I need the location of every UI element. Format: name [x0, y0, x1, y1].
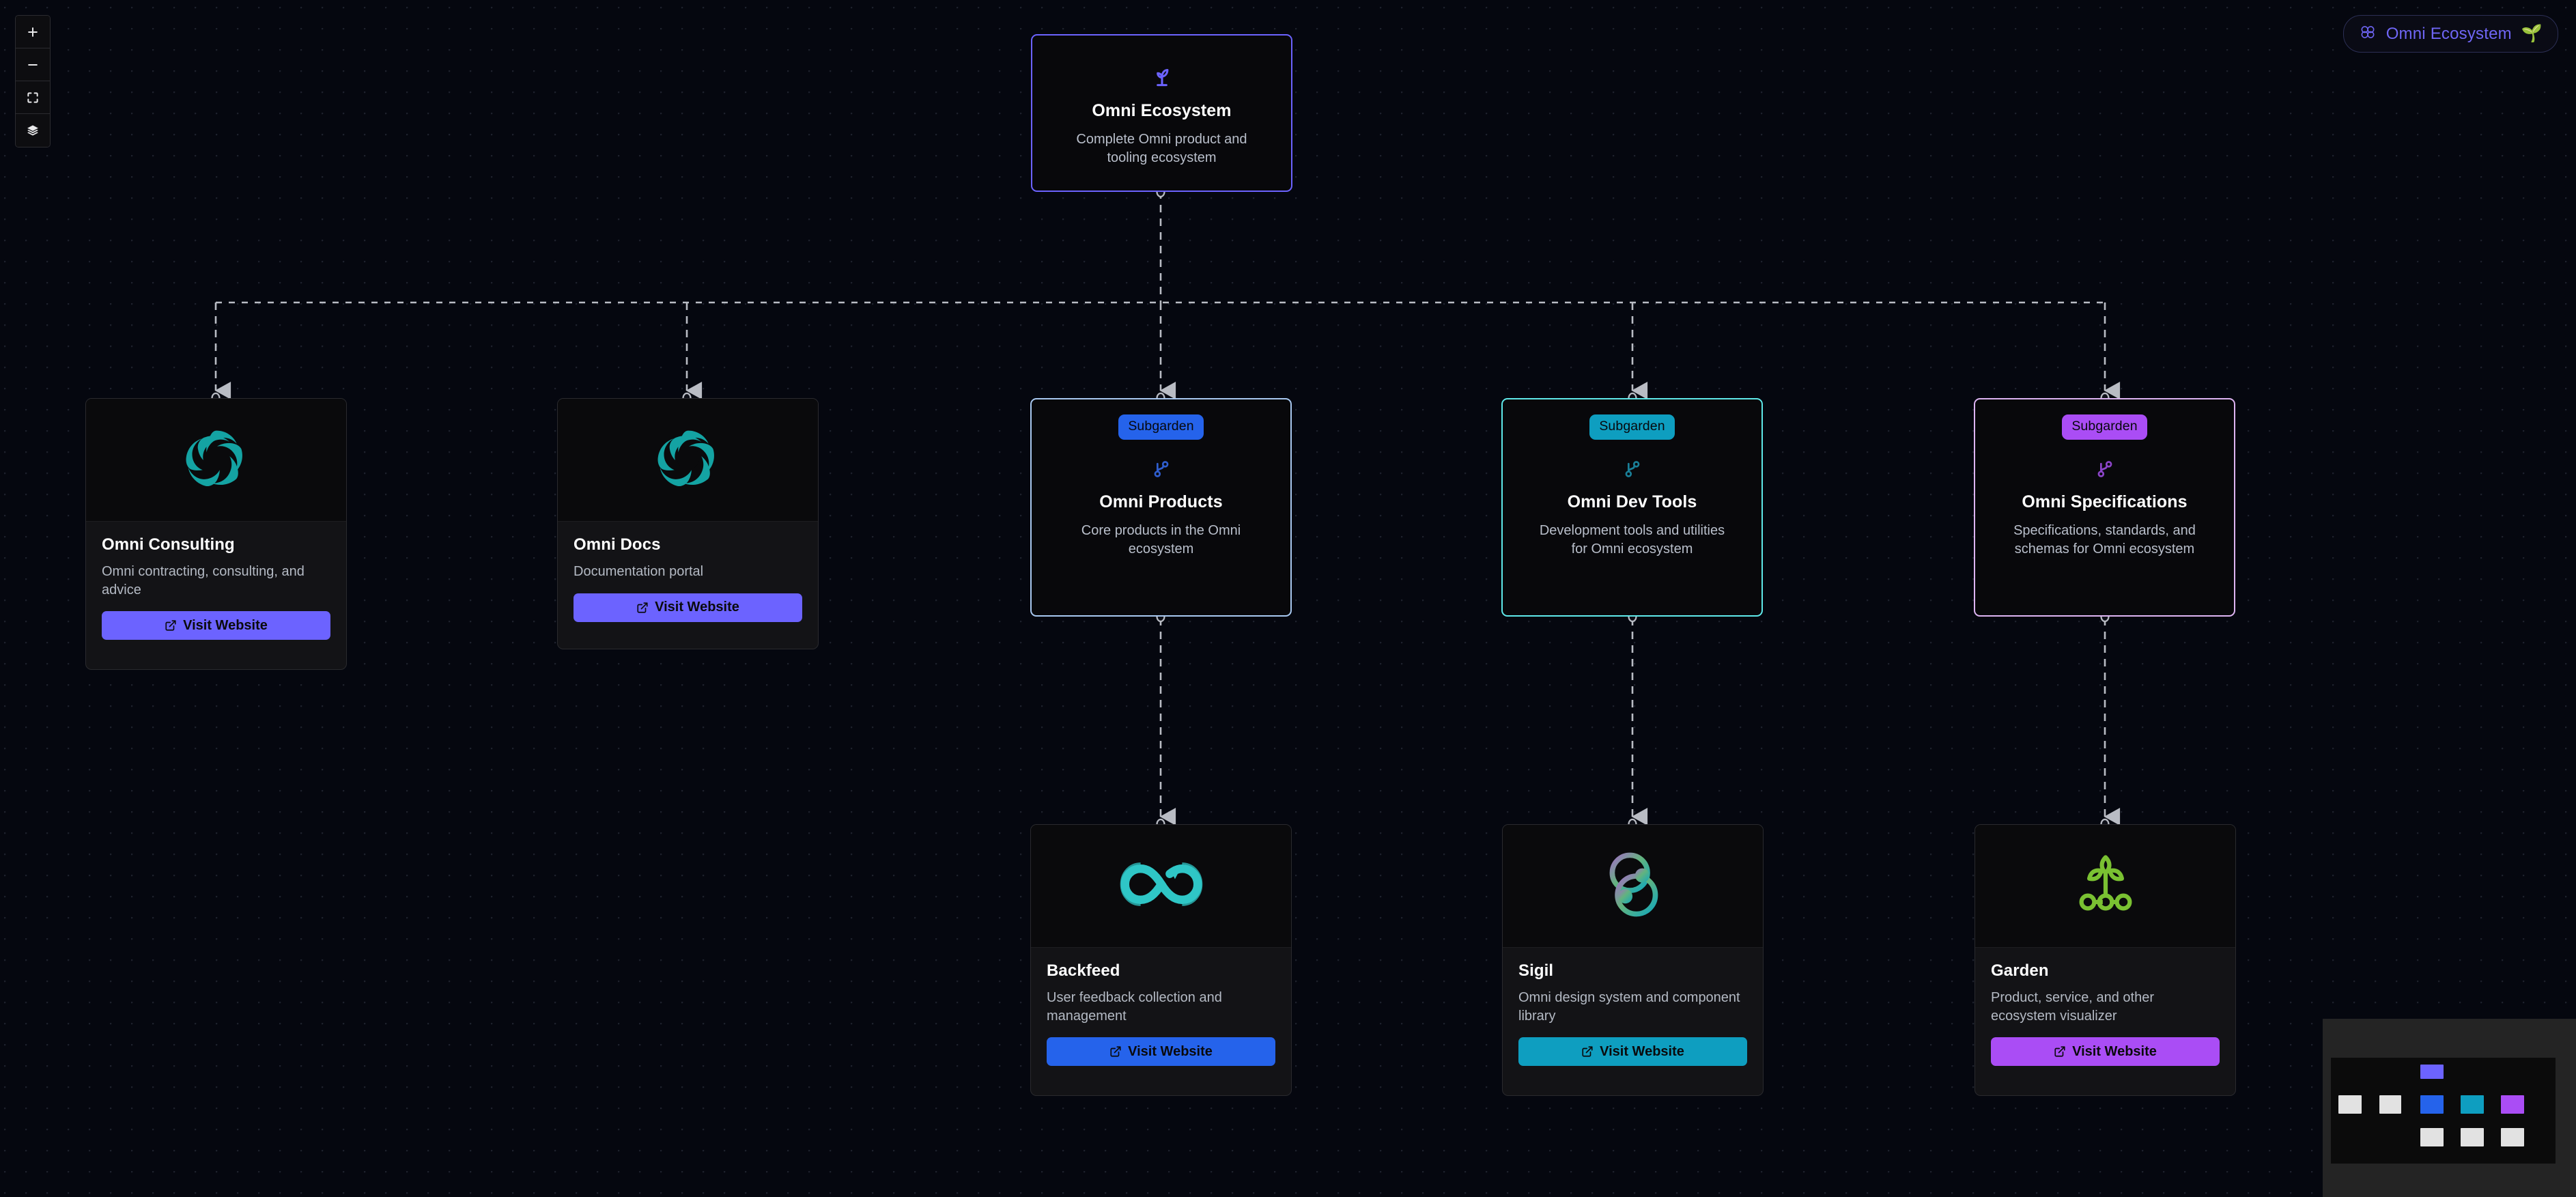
git-branch-icon: [1621, 457, 1644, 484]
card-garden[interactable]: Garden Product, service, and other ecosy…: [1975, 824, 2236, 1096]
card-logo-area: [1503, 825, 1763, 948]
minimap-node: [2420, 1095, 2444, 1114]
card-backfeed[interactable]: Backfeed User feedback collection and ma…: [1030, 824, 1292, 1096]
button-label: Visit Website: [1600, 1043, 1684, 1059]
sigil-circles-logo: [1600, 847, 1666, 925]
sprout-icon: [1149, 64, 1175, 93]
button-label: Visit Website: [2072, 1043, 2157, 1059]
card-body: Backfeed User feedback collection and ma…: [1031, 948, 1291, 1081]
visit-website-button[interactable]: Visit Website: [1991, 1037, 2220, 1067]
omni-spiral-logo: [655, 425, 721, 494]
card-body: Sigil Omni design system and component l…: [1503, 948, 1763, 1081]
node-title: Omni Products: [1099, 492, 1223, 511]
minimap-node: [2461, 1128, 2484, 1146]
visit-website-button[interactable]: Visit Website: [1518, 1037, 1747, 1067]
zoom-toolbar[interactable]: [15, 15, 51, 147]
external-link-icon: [2054, 1045, 2066, 1058]
card-body: Omni Docs Documentation portal Visit Web…: [558, 522, 818, 637]
card-description: Documentation portal: [574, 564, 704, 579]
card-omni-docs[interactable]: Omni Docs Documentation portal Visit Web…: [557, 398, 819, 649]
external-link-icon: [636, 602, 649, 614]
minimap-node: [2420, 1128, 2444, 1146]
node-omni-specifications[interactable]: Subgarden Omni Specifications Specificat…: [1974, 398, 2235, 617]
minimap[interactable]: [2323, 1019, 2576, 1197]
card-sigil[interactable]: Sigil Omni design system and component l…: [1502, 824, 1764, 1096]
visit-website-button[interactable]: Visit Website: [574, 593, 802, 622]
card-body: Garden Product, service, and other ecosy…: [1975, 948, 2235, 1081]
card-description: Product, service, and other ecosystem vi…: [1991, 990, 2155, 1024]
omni-spiral-logo: [184, 425, 249, 494]
card-description: Omni design system and component library: [1518, 990, 1740, 1024]
minimap-node: [2338, 1095, 2362, 1114]
node-title: Omni Specifications: [2022, 492, 2188, 511]
garden-badge-label: Omni Ecosystem: [2386, 24, 2512, 43]
minimap-node: [2420, 1065, 2444, 1079]
node-title: Omni Ecosystem: [1092, 100, 1232, 120]
card-logo-area: [1031, 825, 1291, 948]
node-description: Development tools and utilities for Omni…: [1539, 522, 1725, 557]
card-logo-area: [558, 399, 818, 522]
node-omni-products[interactable]: Subgarden Omni Products Core products in…: [1030, 398, 1292, 617]
button-label: Visit Website: [1128, 1043, 1213, 1059]
fit-view-button[interactable]: [16, 81, 50, 114]
card-title: Garden: [1991, 961, 2049, 980]
git-branch-icon: [2093, 457, 2117, 484]
external-link-icon: [1109, 1045, 1122, 1058]
card-logo-area: [1975, 825, 2235, 948]
node-description: Specifications, standards, and schemas f…: [2013, 522, 2196, 557]
button-label: Visit Website: [183, 617, 268, 633]
subgarden-badge: Subgarden: [2062, 414, 2147, 440]
visit-website-button[interactable]: Visit Website: [1047, 1037, 1275, 1067]
card-title: Sigil: [1518, 961, 1554, 980]
card-title: Omni Consulting: [102, 535, 235, 554]
card-title: Backfeed: [1047, 961, 1120, 980]
minimap-node: [2379, 1095, 2401, 1114]
subgarden-badge: Subgarden: [1589, 414, 1675, 440]
layers-button[interactable]: [16, 114, 50, 147]
card-body: Omni Consulting Omni contracting, consul…: [86, 522, 346, 655]
backfeed-infinity-logo: [1109, 851, 1213, 920]
card-title: Omni Docs: [574, 535, 661, 554]
zoom-in-button[interactable]: [16, 16, 50, 48]
minimap-node: [2501, 1095, 2524, 1114]
card-description: Omni contracting, consulting, and advice: [102, 564, 305, 597]
button-label: Visit Website: [655, 600, 739, 615]
visit-website-button[interactable]: Visit Website: [102, 611, 330, 640]
minimap-node: [2461, 1095, 2484, 1114]
garden-plant-logo: [2070, 849, 2141, 923]
minimap-node: [2501, 1128, 2524, 1146]
garden-badge[interactable]: Omni Ecosystem 🌱: [2343, 15, 2558, 53]
subgarden-badge: Subgarden: [1118, 414, 1204, 440]
node-title: Omni Dev Tools: [1567, 492, 1697, 511]
node-omni-dev-tools[interactable]: Subgarden Omni Dev Tools Development too…: [1501, 398, 1763, 617]
flower-icon: [2359, 23, 2377, 44]
node-description: Complete Omni product and tooling ecosys…: [1076, 131, 1247, 165]
git-branch-icon: [1150, 457, 1173, 484]
external-link-icon: [165, 619, 177, 632]
node-omni-ecosystem-root[interactable]: Omni Ecosystem Complete Omni product and…: [1031, 34, 1292, 192]
external-link-icon: [1581, 1045, 1594, 1058]
card-omni-consulting[interactable]: Omni Consulting Omni contracting, consul…: [85, 398, 347, 670]
zoom-out-button[interactable]: [16, 48, 50, 81]
seedling-emoji: 🌱: [2521, 24, 2543, 43]
node-description: Core products in the Omni ecosystem: [1081, 522, 1241, 557]
card-description: User feedback collection and management: [1047, 990, 1222, 1024]
card-logo-area: [86, 399, 346, 522]
minimap-viewport: [2331, 1058, 2556, 1164]
